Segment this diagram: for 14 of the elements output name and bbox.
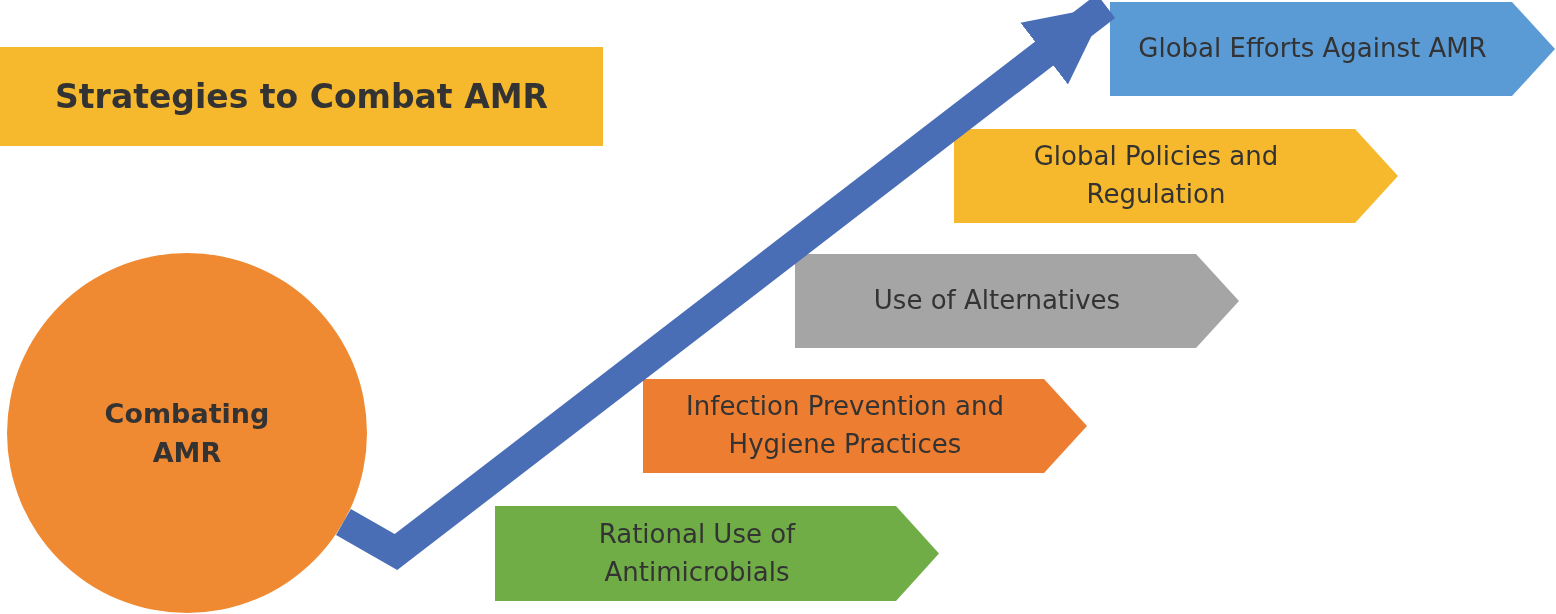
node-label: Use of Alternatives <box>873 284 1121 318</box>
chevron-box <box>1110 2 1555 96</box>
chevron-box <box>495 506 939 601</box>
chevron-box <box>954 129 1398 223</box>
node-label: Combating AMR <box>103 396 271 470</box>
node-label: Rational Use of Antimicrobials <box>597 517 797 589</box>
circle-node <box>7 253 367 613</box>
chevron-box <box>643 379 1087 473</box>
node-label: Infection Prevention and Hygiene Practices <box>685 390 1005 461</box>
title-banner <box>0 47 603 146</box>
title: Strategies to Combat AMR <box>55 75 548 118</box>
chevron-box <box>795 254 1239 348</box>
node-label: Global Efforts Against AMR <box>1138 32 1487 66</box>
node-label: Global Policies and Regulation <box>1032 140 1280 211</box>
